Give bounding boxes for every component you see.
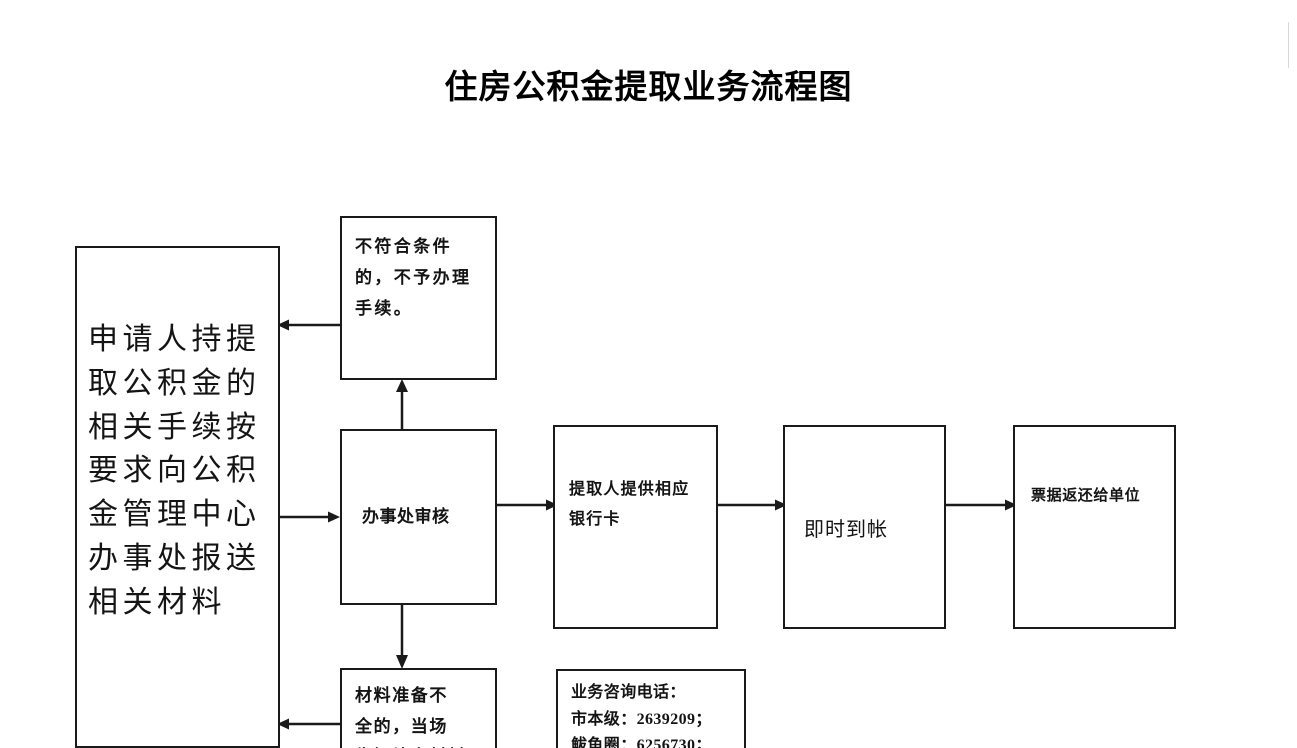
page-title: 住房公积金提取业务流程图 xyxy=(444,68,853,105)
provide-bank-card-box[interactable]: 提取人提供相应 银行卡 xyxy=(553,425,718,629)
incomplete-materials-box[interactable]: 材料准备不 全的，当场 告知补充材料 xyxy=(340,668,497,748)
connector-instant-to-receipt xyxy=(945,495,1019,515)
receipt-return-box[interactable]: 票据返还给单位 xyxy=(1013,425,1176,629)
contact-info-text: 业务咨询电话： 市本级：2639209； 鲅鱼圈：6256730； xyxy=(571,684,712,748)
connector-review-to-bankcard xyxy=(496,495,560,515)
connector-applicant-to-review xyxy=(280,507,342,527)
not-eligible-box[interactable]: 不符合条件 的，不予办理 手续。 xyxy=(340,216,497,380)
receipt-return-text: 票据返还给单位 xyxy=(1031,488,1141,504)
instant-arrival-text: 即时到帐 xyxy=(804,519,888,541)
connector-rejected-to-applicant xyxy=(272,315,348,335)
instant-arrival-box[interactable]: 即时到帐 xyxy=(783,425,946,629)
office-review-text: 办事处审核 xyxy=(362,507,450,526)
applicant-submission-text: 申请人持提 取公积金的 相关手续按 要求向公积 金管理中心 办事处报送 相关材料 xyxy=(88,323,261,619)
connector-incomplete-to-applicant xyxy=(272,714,348,734)
applicant-submission-box[interactable]: 申请人持提 取公积金的 相关手续按 要求向公积 金管理中心 办事处报送 相关材料 xyxy=(75,246,280,748)
connector-review-to-incomplete xyxy=(392,603,412,671)
provide-bank-card-text: 提取人提供相应 银行卡 xyxy=(569,481,690,528)
connector-bankcard-to-instant xyxy=(717,495,789,515)
contact-info-box[interactable]: 业务咨询电话： 市本级：2639209； 鲅鱼圈：6256730； xyxy=(556,669,746,748)
not-eligible-text: 不符合条件 的，不予办理 手续。 xyxy=(355,237,472,318)
connector-review-to-rejected xyxy=(392,378,412,432)
office-review-box[interactable]: 办事处审核 xyxy=(340,429,497,605)
page-edge-rule xyxy=(1288,22,1289,68)
incomplete-materials-text: 材料准备不 全的，当场 告知补充材料 xyxy=(355,686,465,748)
